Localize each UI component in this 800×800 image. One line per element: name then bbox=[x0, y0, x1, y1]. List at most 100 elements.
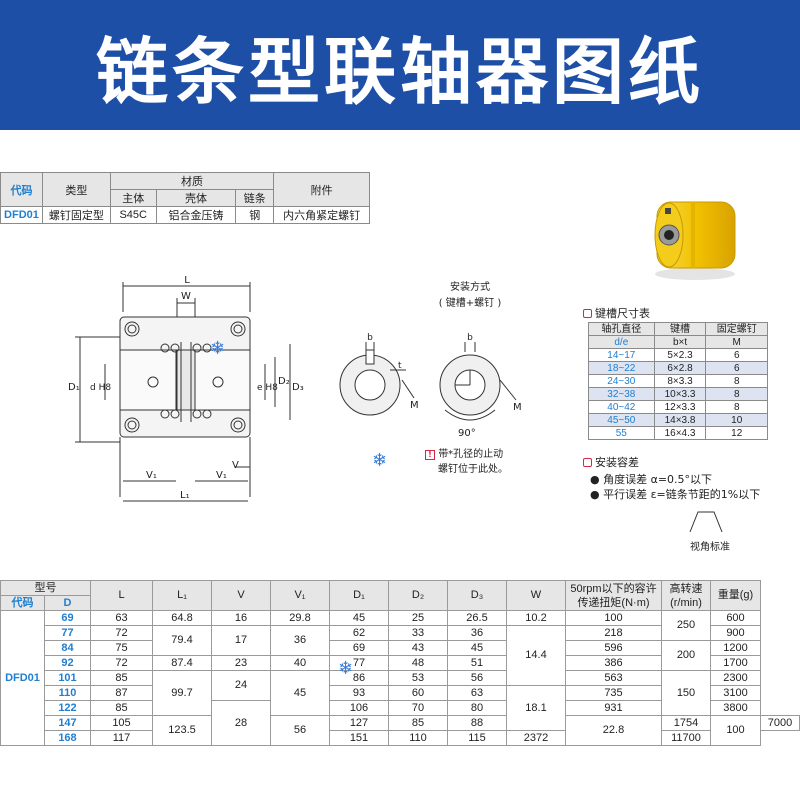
dim-head-V1: V₁ bbox=[270, 580, 330, 611]
title-banner: 链条型联轴器图纸 bbox=[0, 0, 800, 130]
dim-torque: 100 bbox=[565, 610, 662, 626]
dim-D2: 60 bbox=[388, 685, 448, 701]
dim-V1: 40 bbox=[270, 655, 330, 671]
mount-title-block: 安装方式 ( 键槽+螺钉 ) bbox=[410, 280, 530, 312]
dim-torque: 596 bbox=[565, 640, 662, 656]
dim-L: 72 bbox=[90, 625, 153, 641]
dim-speed: 250 bbox=[661, 610, 711, 641]
keyway-bxt: 16×4.3 bbox=[653, 426, 707, 440]
mount-m-right: M bbox=[513, 402, 522, 413]
dimension-table: 型号 L L₁ V V₁ D₁ D₂ D₃ W 50rpm以下的容许传递扭矩(N… bbox=[0, 580, 800, 746]
dim-D: 168 bbox=[44, 730, 91, 746]
snowflake-icon: ❄ bbox=[338, 658, 354, 679]
view-standard-label: 视角标准 bbox=[690, 542, 730, 553]
spec-type: 螺钉固定型 bbox=[41, 206, 111, 224]
dim-head-torque-line1: 50rpm以下的容许 bbox=[570, 582, 657, 595]
mount-subtitle: ( 键槽+螺钉 ) bbox=[438, 298, 502, 309]
dim-weight: 2300 bbox=[710, 670, 761, 686]
coupling-drawing: L W D₁ d H8 e H8 D₂ D₃ V V₁ V₁ L₁ bbox=[68, 275, 304, 502]
alignment-title-row: 安装容差 bbox=[583, 454, 639, 470]
page-title: 链条型联轴器图纸 bbox=[95, 29, 704, 114]
keyway-m: 6 bbox=[705, 361, 768, 375]
table-row: 168 117 151 110 115 2372 11700 bbox=[1, 730, 800, 746]
dim-D3: 36 bbox=[447, 625, 507, 641]
dim-V: 23 bbox=[211, 655, 271, 671]
dim-V: 24 bbox=[211, 670, 271, 701]
dim-D1: 86 bbox=[329, 670, 389, 686]
keyway-title-row: 键槽尺寸表 bbox=[583, 305, 650, 321]
dim-weight: 600 bbox=[710, 610, 761, 626]
dim-L: 75 bbox=[90, 640, 153, 656]
dim-D2: 48 bbox=[388, 655, 448, 671]
dim-V1-right-label: V₁ bbox=[216, 470, 227, 481]
table-row: 101 85 99.7 24 45 86 53 56 563 150 2300 bbox=[1, 670, 800, 716]
dim-head-speed: 高转速(r/min) bbox=[661, 580, 711, 611]
dim-D3: 80 bbox=[447, 700, 507, 716]
keyway-range: 18~22 bbox=[588, 361, 655, 375]
table-row: 122 85 28 106 70 80 931 3800 bbox=[1, 700, 800, 746]
table-row: 84 75 69 43 45 596 200 1200 bbox=[1, 640, 800, 671]
dim-L1-label: L₁ bbox=[180, 490, 190, 501]
dim-D: 77 bbox=[44, 625, 91, 641]
dim-W: 14.4 bbox=[506, 625, 566, 686]
spec-chain: 钢 bbox=[235, 206, 275, 224]
dim-D2: 33 bbox=[388, 625, 448, 641]
dim-head-speed-line1: 高转速 bbox=[669, 582, 703, 595]
mount-b-right: b bbox=[467, 333, 473, 343]
keyway-sub-bxt: b×t bbox=[653, 335, 707, 349]
dim-head-W: W bbox=[506, 580, 566, 611]
dim-D: 122 bbox=[44, 700, 91, 716]
dim-head-D1: D₁ bbox=[329, 580, 389, 611]
snowflake-icon: ❄ bbox=[372, 450, 388, 471]
dim-torque: 218 bbox=[565, 625, 662, 641]
keyway-range: 40~42 bbox=[588, 400, 655, 414]
dim-head-D: D bbox=[44, 595, 91, 611]
dim-torque: 563 bbox=[565, 670, 662, 686]
dim-L: 63 bbox=[90, 610, 153, 626]
dim-D: 69 bbox=[44, 610, 91, 626]
dim-W: 10.2 bbox=[506, 610, 566, 626]
spec-accessory: 内六角紧定螺钉 bbox=[273, 206, 370, 224]
keyway-bxt: 6×2.8 bbox=[653, 361, 707, 375]
dim-weight: 900 bbox=[710, 625, 761, 641]
dim-D: 101 bbox=[44, 670, 91, 686]
dim-W: 18.1 bbox=[506, 685, 566, 731]
keyway-m: 12 bbox=[705, 426, 768, 440]
dim-L1: 87.4 bbox=[152, 655, 212, 671]
dim-V-label: V bbox=[232, 460, 239, 471]
snowflake-icon: ❄ bbox=[210, 338, 226, 359]
dim-D1: 45 bbox=[329, 610, 389, 626]
keyway-bxt: 12×3.3 bbox=[653, 400, 707, 414]
spec-head-type: 类型 bbox=[41, 172, 111, 207]
dim-head-D2: D₂ bbox=[388, 580, 448, 611]
table-row: 110 87 93 60 63 18.1 735 3100 bbox=[1, 685, 800, 731]
dim-torque: 735 bbox=[565, 685, 662, 701]
dim-weight: 1700 bbox=[710, 655, 761, 671]
keyway-sub-m: M bbox=[705, 335, 768, 349]
keyway-range: 32~38 bbox=[588, 387, 655, 401]
dim-torque: 1754 bbox=[661, 715, 711, 731]
dim-L: 85 bbox=[90, 670, 153, 686]
dim-speed: 200 bbox=[661, 640, 711, 671]
dim-D3: 56 bbox=[447, 670, 507, 686]
dim-torque: 386 bbox=[565, 655, 662, 671]
mount-b-left: b bbox=[367, 333, 373, 343]
dim-D3-label: D₃ bbox=[292, 382, 304, 393]
dim-head-D3: D₃ bbox=[447, 580, 507, 611]
spec-head-shell: 壳体 bbox=[155, 189, 237, 207]
dim-V1: 36 bbox=[270, 625, 330, 656]
dim-speed: 150 bbox=[661, 670, 711, 716]
dim-D3: 63 bbox=[447, 685, 507, 701]
keyway-head-screw: 固定螺钉 bbox=[705, 322, 768, 336]
dim-weight: 3800 bbox=[710, 700, 761, 716]
spec-head-chain: 链条 bbox=[235, 189, 275, 207]
tolerance-angle: ● 角度误差 α=0.5°以下 bbox=[590, 473, 713, 486]
dim-V: 16 bbox=[211, 610, 271, 626]
dim-L1: 64.8 bbox=[152, 610, 212, 626]
dim-d-label: d H8 bbox=[90, 383, 111, 393]
spec-main: S45C bbox=[109, 206, 157, 224]
dim-speed: 100 bbox=[710, 715, 761, 746]
